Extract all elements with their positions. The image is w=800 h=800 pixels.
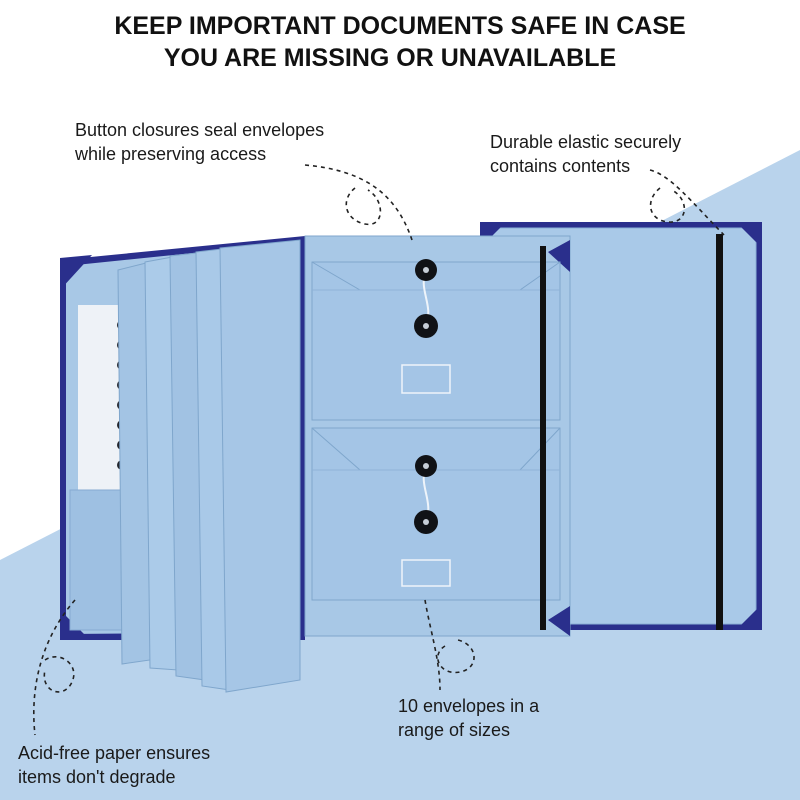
- headline: KEEP IMPORTANT DOCUMENTS SAFE IN CASE YO…: [0, 10, 800, 74]
- label-box: [401, 364, 451, 394]
- envelope-leader: [424, 599, 475, 691]
- label-box: [401, 559, 451, 587]
- callout-text: items don't degrade: [18, 767, 176, 787]
- callout-lines: [32, 164, 725, 736]
- corner-cap: [736, 604, 762, 630]
- callout-elastic: Durable elastic securely contains conten…: [490, 130, 681, 178]
- corner-cap: [548, 240, 570, 272]
- bottom-envelope: [311, 427, 561, 601]
- open-folder: [60, 235, 571, 693]
- callout-button-closures: Button closures seal envelopes while pre…: [75, 118, 324, 166]
- callout-text: range of sizes: [398, 720, 511, 740]
- headline-line-2: YOU ARE MISSING OR UNAVAILABLE: [163, 44, 617, 72]
- top-envelope: [311, 259, 561, 421]
- elastic-band: [540, 246, 546, 630]
- callout-acid-free: Acid-free paper ensures items don't degr…: [18, 741, 210, 789]
- callout-text: Button closures seal envelopes: [75, 120, 325, 140]
- callout-text: while preserving access: [75, 144, 267, 164]
- callout-text: 10 envelopes in a: [398, 696, 540, 716]
- callout-text: Durable elastic securely: [490, 132, 682, 152]
- corner-cap: [60, 255, 92, 290]
- elastic-band: [716, 234, 723, 630]
- corner-cap: [736, 222, 762, 248]
- callout-envelopes: 10 envelopes in a range of sizes: [398, 694, 539, 742]
- callout-text: Acid-free paper ensures: [18, 743, 211, 763]
- fanned-pages: [117, 239, 301, 693]
- button-closure-leader: [304, 164, 413, 241]
- callout-text: contains contents: [490, 156, 631, 176]
- corner-cap: [548, 606, 570, 636]
- acid-free-leader: [32, 599, 76, 736]
- headline-line-1: KEEP IMPORTANT DOCUMENTS SAFE IN CASE: [114, 12, 686, 40]
